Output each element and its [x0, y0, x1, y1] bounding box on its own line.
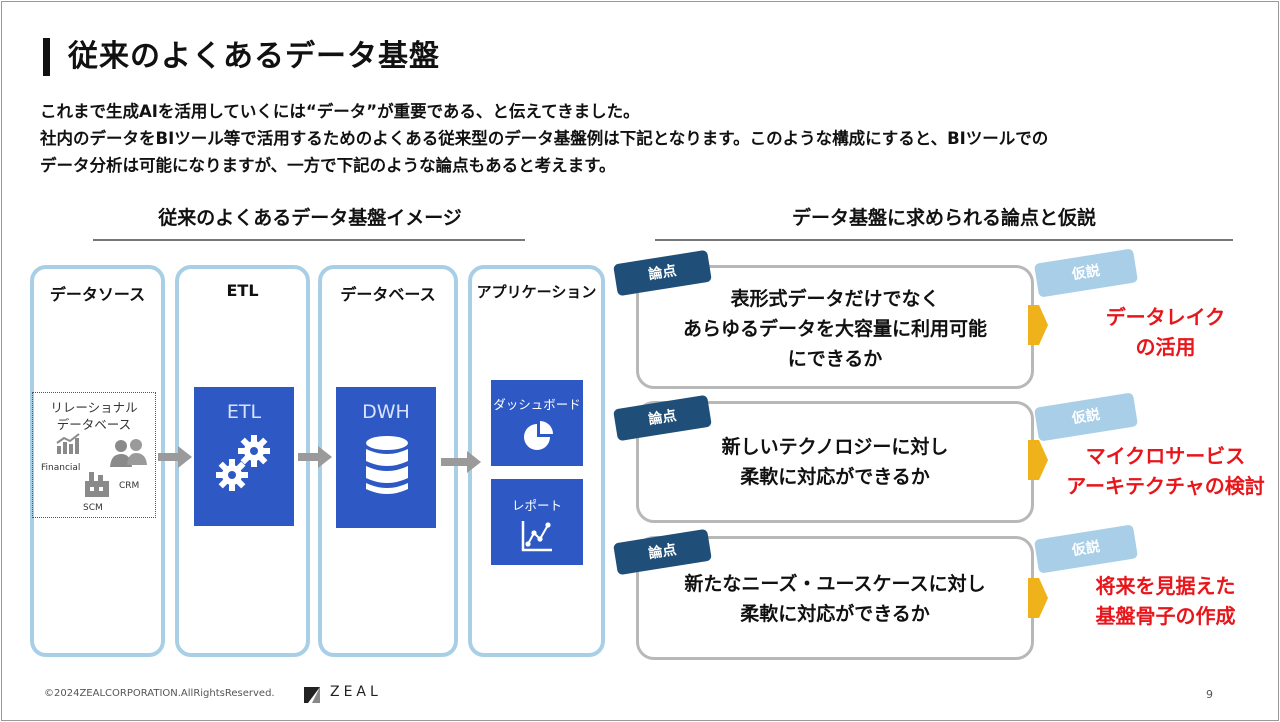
column-title: データベース	[340, 285, 436, 304]
users-icon	[110, 439, 147, 467]
right-section-rule	[655, 239, 1233, 241]
page-number: 9	[1206, 688, 1213, 701]
etl-tile-label: ETL	[226, 401, 262, 423]
dashboard-tile-label: ダッシュボード	[493, 397, 581, 412]
hypothesis-result: 将来を見据えた 基盤骨子の作成	[1095, 574, 1236, 628]
report-tile: レポート	[491, 479, 583, 565]
dashboard-tile: ダッシュボード	[491, 380, 583, 466]
bar-growth-icon	[56, 433, 80, 454]
flow-arrow-icon	[158, 446, 192, 468]
chevron-right-icon	[1028, 440, 1048, 480]
page-title: 従来のよくあるデータ基盤	[68, 39, 440, 74]
hypothesis-result: マイクロサービス アーキテクチャの検討	[1066, 444, 1265, 498]
pie-chart-icon	[524, 421, 553, 450]
line-chart-icon	[521, 521, 552, 552]
issue-text: 新たなニーズ・ユースケースに対し 柔軟に対応ができるか	[684, 573, 986, 625]
column-title: アプリケーション	[476, 283, 597, 301]
gears-icon	[216, 435, 270, 491]
copyright-text: ©2024ZEALCORPORATION.AllRightsReserved.	[44, 688, 275, 699]
logo-text: ZEAL	[330, 684, 382, 700]
chevron-right-icon	[1028, 305, 1048, 345]
left-section-title: 従来のよくあるデータ基盤イメージ	[158, 207, 462, 229]
column-title: データソース	[49, 285, 146, 304]
dwh-tile-label: DWH	[362, 401, 410, 423]
database-icon	[366, 436, 408, 494]
right-section-title: データ基盤に求められる論点と仮説	[791, 207, 1096, 229]
intro-text: これまで生成AIを活用していくには“データ”が重要である、と伝えてきました。 社…	[40, 102, 1049, 175]
flow-arrow-icon	[298, 446, 332, 468]
left-section-rule	[93, 239, 525, 241]
logo-mark-icon	[304, 687, 320, 703]
relational-db-box: リレーショナル データベース Financial CRM SCM	[32, 392, 156, 518]
crm-label: CRM	[119, 481, 140, 491]
relational-db-title: リレーショナル データベース	[50, 400, 138, 432]
issue-box-1: 表形式データだけでなく あらゆるデータを大容量に利用可能 にできるか	[636, 265, 1034, 389]
issue-text: 表形式データだけでなく あらゆるデータを大容量に利用可能 にできるか	[682, 288, 987, 370]
hypothesis-result: データレイク の活用	[1105, 305, 1226, 359]
etl-tile: ETL	[194, 387, 294, 526]
dwh-tile: DWH	[336, 387, 436, 528]
issue-text: 新しいテクノロジーに対し 柔軟に対応ができるか	[721, 436, 949, 488]
scm-label: SCM	[83, 503, 103, 513]
flow-arrow-icon	[441, 451, 481, 473]
title-accent-bar	[43, 38, 50, 76]
column-title: ETL	[226, 281, 259, 300]
factory-icon	[85, 472, 109, 497]
financial-label: Financial	[41, 463, 81, 473]
issue-box-3: 新たなニーズ・ユースケースに対し 柔軟に対応ができるか	[636, 536, 1034, 660]
report-tile-label: レポート	[511, 498, 562, 513]
chevron-right-icon	[1028, 578, 1048, 618]
